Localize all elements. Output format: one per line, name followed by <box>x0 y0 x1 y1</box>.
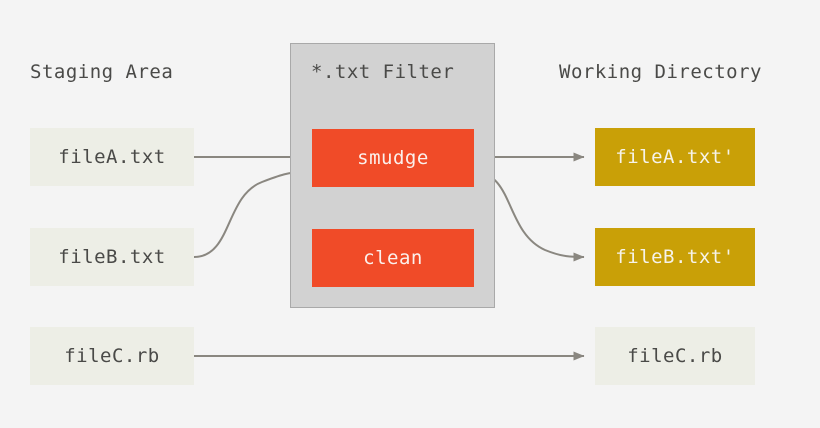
node-filea-txt[interactable]: fileA.txt <box>30 128 194 186</box>
column-title-working: Working Directory <box>559 61 762 83</box>
node-fileb-txt[interactable]: fileB.txt <box>30 228 194 286</box>
edge-fileb-smudge <box>193 167 302 258</box>
node-clean-filter[interactable]: clean <box>312 229 474 287</box>
node-filec-rb-output[interactable]: fileC.rb <box>595 327 755 385</box>
node-filec-rb[interactable]: fileC.rb <box>30 327 194 385</box>
node-fileb-txt-output[interactable]: fileB.txt' <box>595 228 755 286</box>
node-smudge-filter[interactable]: smudge <box>312 129 474 187</box>
node-filea-txt-output[interactable]: fileA.txt' <box>595 128 755 186</box>
column-title-staging: Staging Area <box>30 61 174 83</box>
column-title-filter: *.txt Filter <box>311 61 455 83</box>
